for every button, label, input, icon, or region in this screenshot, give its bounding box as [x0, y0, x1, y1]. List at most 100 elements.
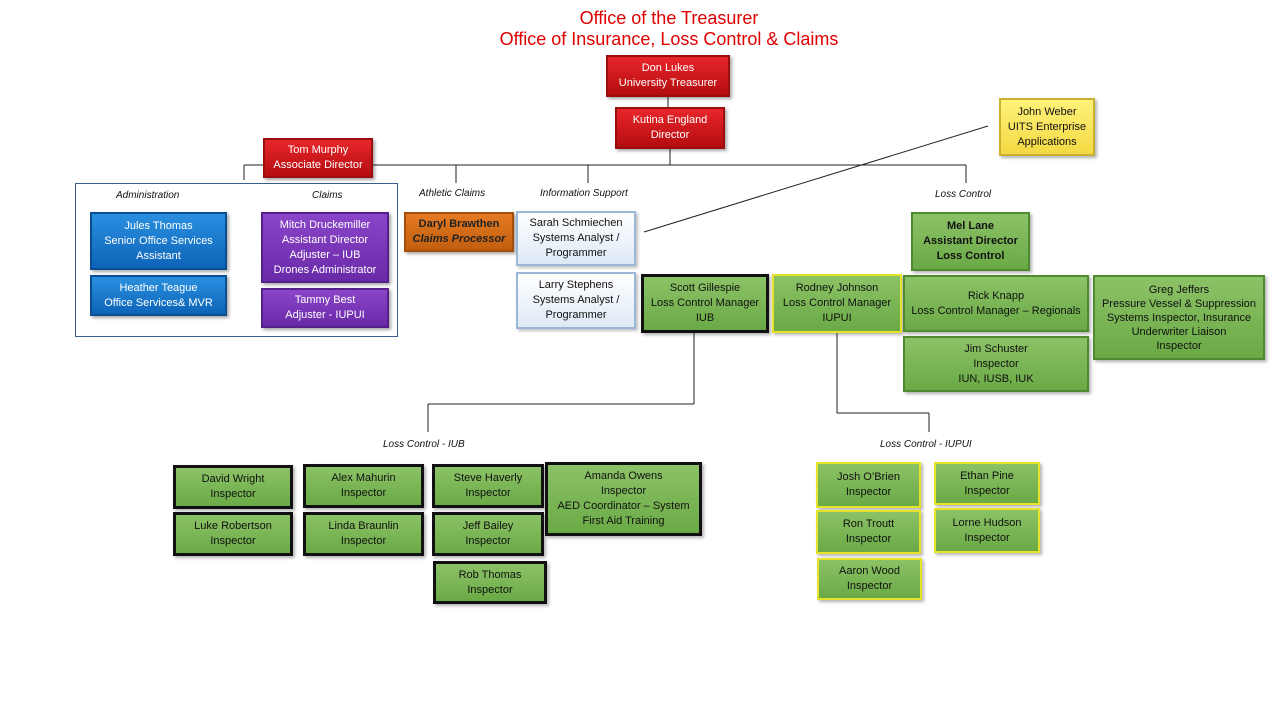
person-role: Office Services& MVR — [104, 296, 213, 309]
org-box-larry-stephens: Larry Stephens Systems Analyst / Program… — [516, 272, 636, 329]
person-role: Assistant Director — [923, 235, 1018, 247]
person-role: Systems Analyst / — [532, 294, 620, 306]
person-role: Inspector — [210, 488, 256, 500]
org-box-jules-thomas: Jules Thomas Senior Office Services Assi… — [90, 212, 227, 270]
person-role: Systems Inspector, Insurance — [1106, 311, 1252, 324]
person-role: Claims Processor — [412, 233, 506, 245]
org-box-daryl-brawthen: Daryl Brawthen Claims Processor — [404, 212, 514, 252]
person-role: Inspector — [465, 535, 511, 547]
person-role: Inspector — [973, 357, 1019, 370]
person-name: Rodney Johnson — [795, 282, 879, 294]
org-box-rob-thomas: Rob Thomas Inspector — [433, 561, 547, 604]
person-name: John Weber — [1017, 105, 1077, 118]
org-box-greg-jeffers: Greg Jeffers Pressure Vessel & Suppressi… — [1093, 275, 1265, 360]
org-box-ron-troutt: Ron Troutt Inspector — [816, 510, 921, 554]
person-role: Senior Office Services — [104, 234, 213, 247]
person-name: Ethan Pine — [960, 469, 1014, 482]
section-label-loss-control-iupui: Loss Control - IUPUI — [880, 439, 972, 450]
org-box-john-weber: John Weber UITS Enterprise Applications — [999, 98, 1095, 156]
page-subtitle: Office of Insurance, Loss Control & Clai… — [499, 29, 839, 49]
person-name: Sarah Schmiechen — [529, 217, 623, 229]
section-label-loss-control-iub: Loss Control - IUB — [383, 439, 465, 450]
org-box-jim-schuster: Jim Schuster Inspector IUN, IUSB, IUK — [903, 336, 1089, 392]
org-box-mitch-druckemiller: Mitch Druckemiller Assistant Director Ad… — [261, 212, 389, 283]
person-role: IUB — [695, 312, 715, 324]
person-role: UITS Enterprise — [1007, 120, 1087, 133]
person-role: Adjuster - IUPUI — [285, 309, 365, 321]
person-name: Mel Lane — [946, 220, 995, 232]
person-role: First Aid Training — [582, 515, 665, 527]
org-box-jeff-bailey: Jeff Bailey Inspector — [432, 512, 544, 556]
person-role: Inspector — [845, 533, 892, 545]
person-name: Don Lukes — [641, 62, 695, 74]
person-role: Loss Control Manager – Regionals — [911, 304, 1081, 317]
person-role: Adjuster – IUB — [289, 248, 361, 261]
person-role: AED Coordinator – System — [557, 500, 690, 512]
person-name: Jeff Bailey — [462, 520, 514, 532]
person-name: Mitch Druckemiller — [279, 218, 371, 231]
person-role: Associate Director — [273, 159, 363, 171]
org-box-heather-teague: Heather Teague Office Services& MVR — [90, 275, 227, 316]
section-label-information-support: Information Support — [540, 188, 628, 199]
person-role: University Treasurer — [618, 77, 718, 89]
person-name: Rick Knapp — [967, 289, 1025, 302]
person-name: Alex Mahurin — [331, 472, 396, 484]
person-role: Applications — [1017, 135, 1077, 148]
org-box-alex-mahurin: Alex Mahurin Inspector — [303, 464, 424, 508]
org-box-tom-murphy: Tom Murphy Associate Director — [263, 138, 373, 178]
person-role: Loss Control Manager — [782, 297, 892, 309]
person-name: Daryl Brawthen — [418, 218, 500, 230]
person-role: Underwriter Liaison — [1131, 325, 1227, 338]
org-box-don-lukes: Don Lukes University Treasurer — [606, 55, 730, 97]
person-role: Systems Analyst / — [532, 232, 620, 244]
org-box-rick-knapp: Rick Knapp Loss Control Manager – Region… — [903, 275, 1089, 332]
person-name: Ron Troutt — [842, 518, 895, 530]
person-role: Inspector — [600, 485, 647, 497]
org-box-david-wright: David Wright Inspector — [173, 465, 293, 509]
person-name: Greg Jeffers — [1148, 283, 1210, 296]
section-label-athletic-claims: Athletic Claims — [419, 188, 486, 199]
person-role: Inspector — [340, 535, 387, 547]
org-box-aaron-wood: Aaron Wood Inspector — [817, 558, 922, 600]
org-box-sarah-schmiechen: Sarah Schmiechen Systems Analyst / Progr… — [516, 211, 636, 266]
person-role: Inspector — [467, 583, 513, 596]
person-role: Inspector — [340, 487, 387, 499]
person-name: Linda Braunlin — [328, 520, 399, 532]
person-name: Scott Gillespie — [669, 282, 741, 294]
person-name: Kutina England — [632, 114, 708, 126]
person-role: Inspector — [210, 535, 256, 547]
person-role: Loss Control Manager — [650, 297, 760, 309]
person-name: David Wright — [201, 473, 265, 485]
person-role: IUPUI — [822, 312, 852, 324]
org-box-steve-haverly: Steve Haverly Inspector — [432, 464, 544, 508]
administration-claims-frame — [75, 183, 398, 337]
person-name: Luke Robertson — [194, 520, 272, 532]
org-box-scott-gillespie: Scott Gillespie Loss Control Manager IUB — [641, 274, 769, 333]
person-name: Amanda Owens — [584, 470, 663, 482]
person-role: Programmer — [545, 247, 607, 259]
person-name: Jim Schuster — [964, 342, 1028, 355]
person-name: Lorne Hudson — [952, 516, 1022, 529]
org-box-mel-lane: Mel Lane Assistant Director Loss Control — [911, 212, 1030, 271]
person-role: Inspector — [1156, 339, 1202, 352]
person-role: Inspector — [964, 531, 1010, 544]
person-name: Aaron Wood — [839, 565, 900, 577]
person-name: Josh O’Brien — [837, 471, 900, 483]
section-label-loss-control: Loss Control — [935, 189, 992, 200]
org-box-rodney-johnson: Rodney Johnson Loss Control Manager IUPU… — [772, 274, 902, 333]
person-role: Director — [650, 129, 690, 141]
org-box-lorne-hudson: Lorne Hudson Inspector — [934, 508, 1040, 553]
page-title: Office of the Treasurer — [579, 8, 759, 28]
person-role: Assistant — [136, 249, 181, 262]
org-box-ethan-pine: Ethan Pine Inspector — [934, 462, 1040, 505]
person-role: Inspector — [846, 580, 893, 592]
org-box-luke-robertson: Luke Robertson Inspector — [173, 512, 293, 556]
person-role: Inspector — [964, 484, 1010, 497]
person-role: Loss Control — [936, 250, 1005, 262]
connector-line — [643, 125, 989, 233]
person-name: Tammy Best — [294, 294, 356, 306]
person-role: Inspector — [465, 487, 511, 499]
org-box-amanda-owens: Amanda Owens Inspector AED Coordinator –… — [545, 462, 702, 536]
org-box-tammy-best: Tammy Best Adjuster - IUPUI — [261, 288, 389, 328]
person-name: Jules Thomas — [124, 219, 193, 232]
